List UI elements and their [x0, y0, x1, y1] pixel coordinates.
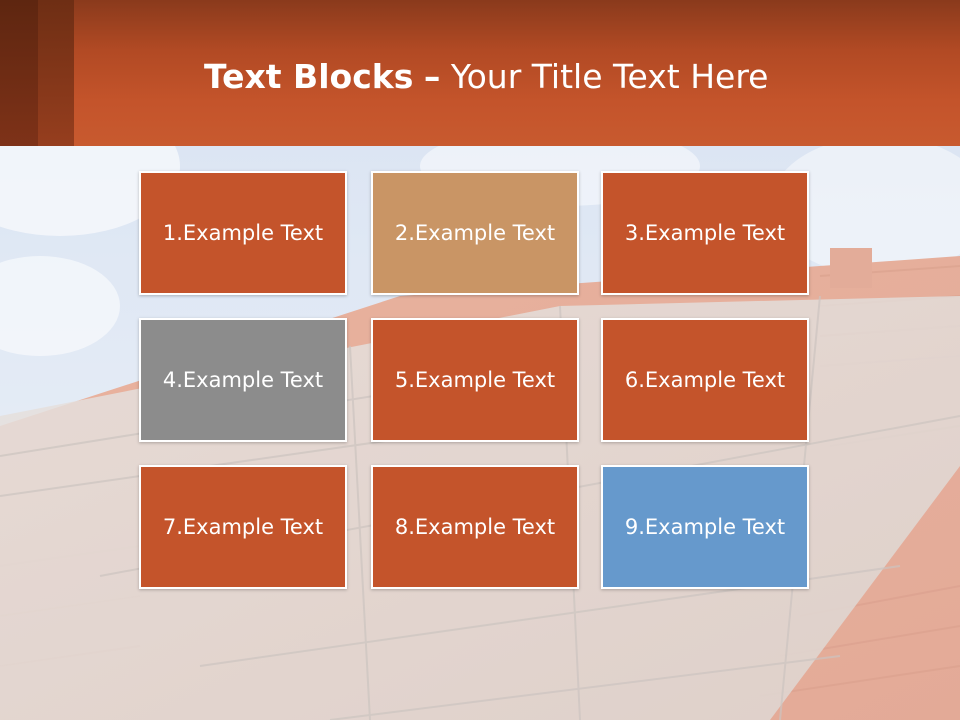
text-block-6[interactable]: 6.Example Text — [601, 318, 809, 442]
text-block-label: 2.Example Text — [394, 221, 556, 245]
header-stripe — [38, 0, 74, 146]
text-block-label: 6.Example Text — [624, 368, 786, 392]
text-block-label: 5.Example Text — [394, 368, 556, 392]
text-block-label: 9.Example Text — [624, 515, 786, 539]
text-block-label: 3.Example Text — [624, 221, 786, 245]
text-block-8[interactable]: 8.Example Text — [371, 465, 579, 589]
text-block-label: 8.Example Text — [394, 515, 556, 539]
text-block-label: 7.Example Text — [162, 515, 324, 539]
slide-title[interactable]: Text Blocks – Your Title Text Here — [204, 52, 769, 102]
text-block-3[interactable]: 3.Example Text — [601, 171, 809, 295]
title-dash: – — [423, 57, 441, 96]
title-bold-text: Text Blocks — [204, 57, 414, 96]
header-band: Text Blocks – Your Title Text Here — [0, 0, 960, 146]
text-block-label: 4.Example Text — [162, 368, 324, 392]
text-block-5[interactable]: 5.Example Text — [371, 318, 579, 442]
title-text: Your Title Text Here — [450, 57, 769, 96]
text-block-9[interactable]: 9.Example Text — [601, 465, 809, 589]
text-block-1[interactable]: 1.Example Text — [139, 171, 347, 295]
header-stripe — [0, 0, 38, 146]
text-block-2[interactable]: 2.Example Text — [371, 171, 579, 295]
text-block-4[interactable]: 4.Example Text — [139, 318, 347, 442]
text-block-label: 1.Example Text — [162, 221, 324, 245]
text-block-7[interactable]: 7.Example Text — [139, 465, 347, 589]
